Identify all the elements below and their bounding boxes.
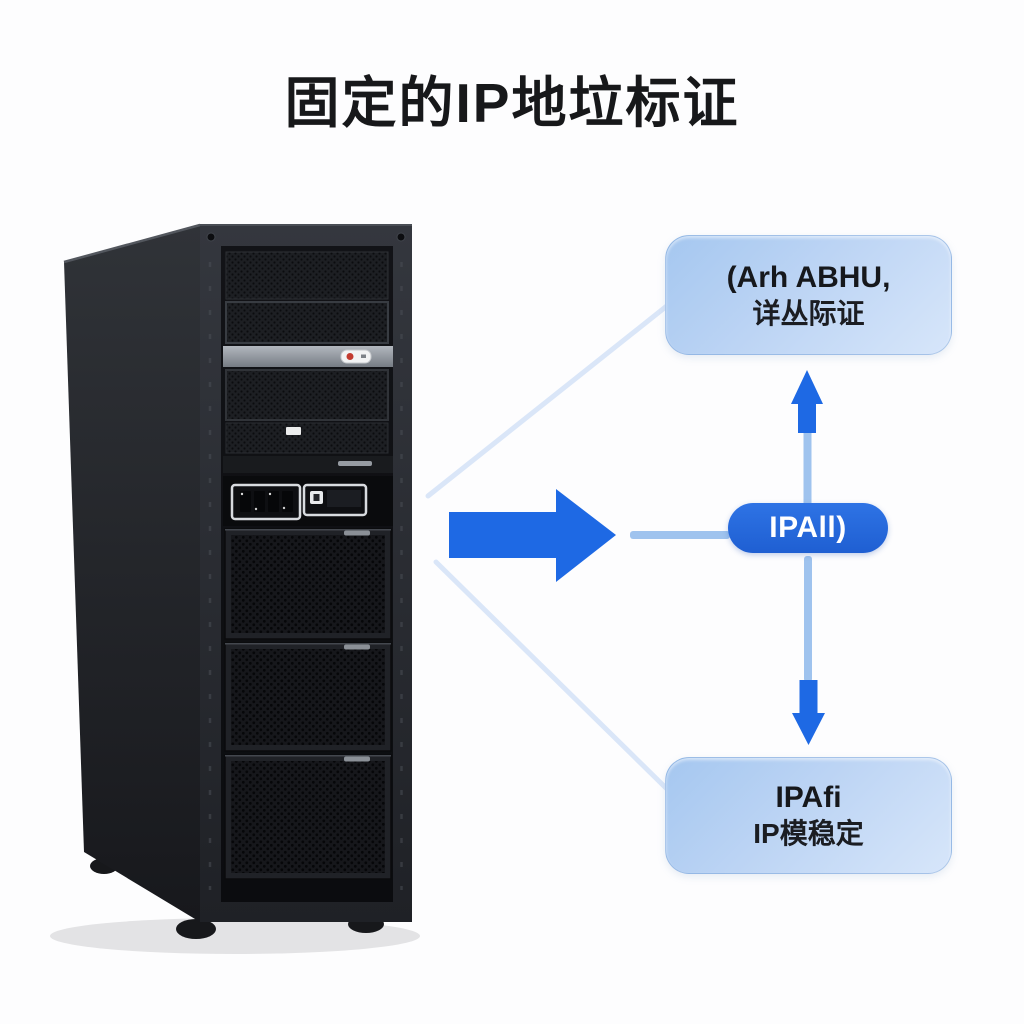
callout-bottom: IPAfi IP模稳定: [665, 757, 952, 874]
rack-side-top-edge: [63, 223, 201, 264]
bezel-screw-left: [206, 232, 216, 242]
display-key-glyph: [313, 494, 320, 501]
display-screen: [327, 490, 361, 507]
arrow-down-icon: [792, 680, 825, 745]
rack-side-panel: [64, 224, 200, 922]
flow-arrow-right-icon: [449, 489, 616, 582]
rack-mesh-bay-3: [225, 369, 389, 421]
rack-floor-shadow: [50, 918, 420, 954]
brand-logo-icon: [346, 353, 354, 360]
connector-line-middle: [630, 531, 730, 539]
connector-line-bottom: [433, 559, 671, 793]
callout-top-line1: (Arh ABHU,: [726, 260, 891, 294]
arrow-up-icon: [791, 370, 823, 433]
drive-panel-b: [224, 642, 392, 752]
page-title: 固定的IP地垃标证: [284, 72, 740, 134]
rack-foot-front-left: [176, 919, 216, 939]
arrow-down-shaft: [804, 556, 812, 682]
rack-mesh-bay-4: [225, 422, 389, 454]
flow-connectors: [425, 302, 825, 793]
drive-panel-a: [224, 528, 392, 640]
bay-led-button: [286, 427, 301, 435]
arrow-up-shaft: [803, 428, 812, 506]
strip-slot: [338, 461, 372, 466]
callout-top-line2: 详丛际证: [752, 297, 865, 329]
brand-badge: [340, 349, 372, 364]
rocker-switches: [240, 491, 293, 512]
callout-bottom-line2: IP模稳定: [753, 818, 864, 849]
server-rack-illustration: [50, 223, 420, 954]
callout-top: (Arh ABHU, 详丛际证: [665, 235, 952, 355]
ip-pill: IPAll): [728, 503, 888, 553]
rack-mesh-bay-2: [225, 301, 389, 344]
callout-bottom-line1: IPAfi: [775, 781, 842, 814]
drive-panel-c: [224, 754, 392, 880]
rack-thin-strip: [223, 456, 393, 473]
connector-line-top: [425, 302, 671, 499]
bezel-screw-right: [396, 232, 406, 242]
brand-badge-mark: [361, 354, 366, 358]
rack-mesh-bay-1: [225, 251, 389, 300]
